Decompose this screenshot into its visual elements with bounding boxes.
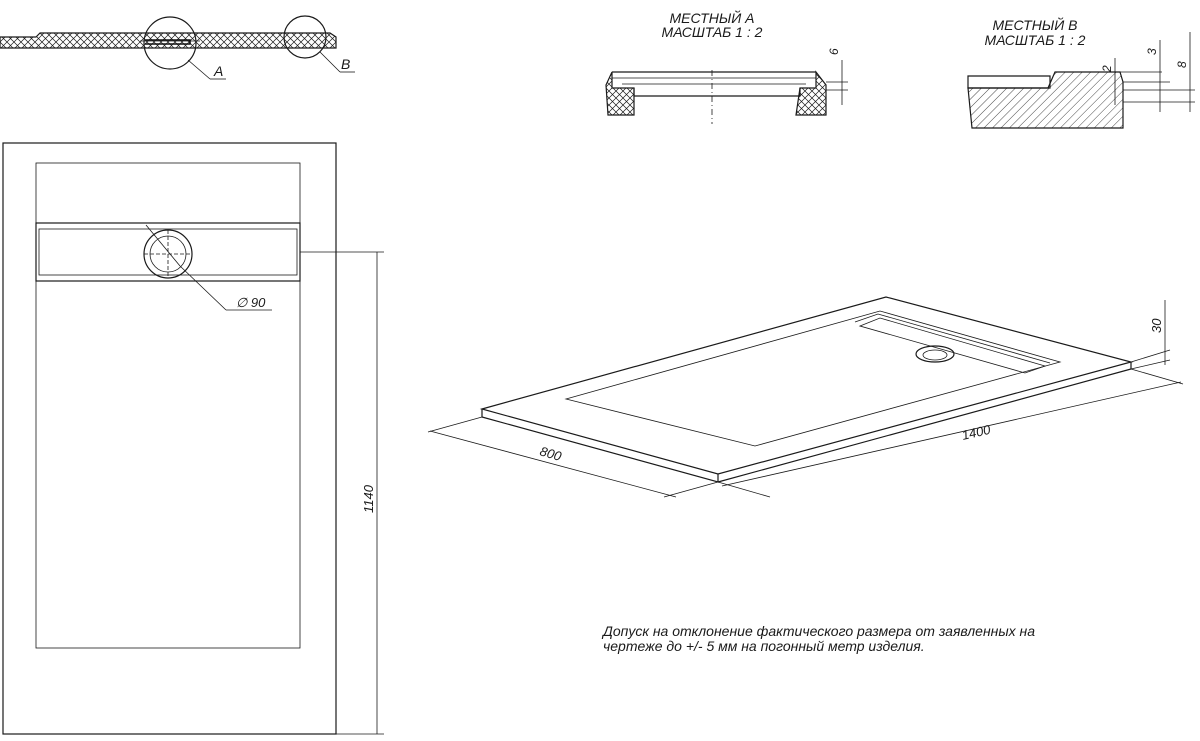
iso-top-outline — [479, 296, 1134, 475]
drain-diameter-label: ∅ 90 — [236, 295, 266, 310]
detail-a-right-wall — [795, 70, 827, 116]
detail-b-dim-2: 2 — [1100, 65, 1114, 73]
tolerance-note-line2: чертеже до +/- 5 мм на погонный метр изд… — [603, 638, 925, 654]
plan-view: ∅ 90 1140 — [2, 142, 384, 735]
iso-length-dim: 1400 — [960, 422, 992, 443]
section-view: А В — [0, 15, 355, 80]
plan-length-dim: 1140 — [361, 484, 376, 513]
detail-b: МЕСТНЫЙ В МАСШТАБ 1 : 2 2 3 8 — [967, 16, 1195, 129]
iso-drain-channel — [858, 317, 1047, 374]
isometric-view: 30 800 1400 — [427, 296, 1184, 498]
detail-b-body — [967, 71, 1124, 129]
detail-a-left-wall — [605, 71, 635, 116]
detail-a-title: МЕСТНЫЙ А — [670, 9, 755, 26]
iso-drain — [915, 345, 955, 363]
callout-a-label: А — [213, 63, 223, 79]
callout-b-label: В — [341, 56, 350, 72]
tolerance-note-line1: Допуск на отклонение фактического размер… — [603, 623, 1036, 639]
detail-a-scale: МАСШТАБ 1 : 2 — [662, 24, 763, 40]
iso-front-edge — [481, 409, 719, 483]
detail-b-title: МЕСТНЫЙ В — [993, 16, 1078, 33]
detail-b-circle — [283, 15, 327, 59]
tray-inner-basin — [35, 162, 301, 649]
detail-b-dim-3: 3 — [1145, 48, 1159, 55]
iso-basin — [564, 310, 1062, 447]
iso-width-dim: 800 — [538, 443, 564, 464]
detail-b-scale: МАСШТАБ 1 : 2 — [985, 32, 1086, 48]
tray-outline — [2, 142, 337, 735]
detail-a: МЕСТНЫЙ А МАСШТАБ 1 : 2 6 — [605, 9, 848, 124]
detail-a-circle — [143, 16, 197, 70]
tolerance-note: Допуск на отклонение фактического размер… — [603, 624, 1163, 654]
detail-b-dim-8: 8 — [1175, 61, 1189, 68]
iso-height-dim: 30 — [1149, 318, 1164, 333]
section-drain-slot — [145, 39, 191, 45]
width-dim-line — [429, 430, 677, 498]
detail-a-dim-6: 6 — [827, 48, 841, 55]
length-iso-dim-line — [721, 381, 1182, 487]
